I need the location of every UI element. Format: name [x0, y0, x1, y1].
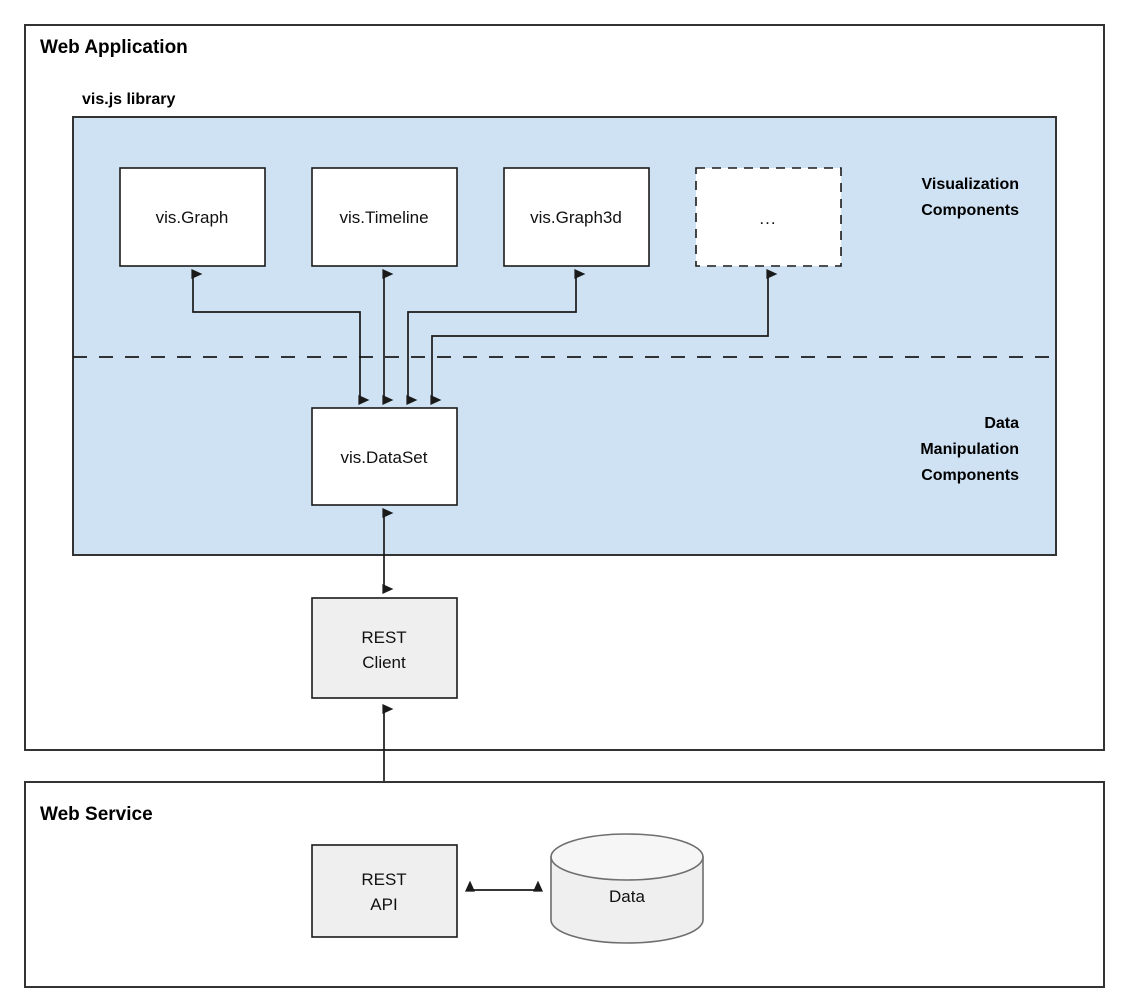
svg-text:Visualization: Visualization — [921, 176, 1019, 193]
panel-web-service-title: Web Service — [40, 804, 153, 825]
connector-dataset-to-more-components — [430, 269, 778, 405]
svg-text:Components: Components — [921, 467, 1019, 484]
node-vis-dataset-box[interactable] — [311, 407, 458, 506]
node-data-store-label: Data — [609, 887, 645, 906]
node-vis-graph3d-label: vis.Graph3d — [530, 208, 622, 227]
visualization-components-label: Visualization Components — [921, 176, 1019, 219]
node-rest-api-box[interactable] — [311, 844, 458, 938]
node-vis-timeline-box[interactable] — [311, 167, 458, 267]
node-vis-dataset[interactable]: vis.DataSet — [311, 407, 458, 506]
node-rest-client-label-line2: Client — [362, 653, 406, 672]
node-vis-timeline[interactable]: vis.Timeline — [311, 167, 458, 267]
node-vis-graph3d[interactable]: vis.Graph3d — [503, 167, 650, 267]
node-data-store-body[interactable] — [550, 856, 704, 944]
node-vis-graph-label: vis.Graph — [156, 208, 229, 227]
node-rest-client[interactable]: REST Client — [311, 597, 458, 699]
node-more-components[interactable]: ... — [695, 167, 842, 267]
connector-dataset-to-vis-graph — [191, 269, 370, 405]
library-title: vis.js library — [82, 91, 175, 108]
node-rest-api-label-line2: API — [370, 895, 397, 914]
node-rest-client-label-line1: REST — [361, 628, 406, 647]
panel-web-application-title: Web Application — [40, 37, 188, 58]
node-rest-client-box[interactable] — [311, 597, 458, 699]
svg-text:Components: Components — [921, 202, 1019, 219]
node-vis-dataset-label: vis.DataSet — [341, 448, 428, 467]
node-more-components-label: ... — [759, 209, 776, 228]
node-data-store-top — [550, 833, 704, 881]
data-manipulation-components-label: Data Manipulation Components — [920, 415, 1019, 484]
svg-text:Data: Data — [984, 415, 1019, 432]
node-vis-graph-box[interactable] — [119, 167, 266, 267]
node-vis-timeline-label: vis.Timeline — [339, 208, 428, 227]
node-rest-api-label-line1: REST — [361, 870, 406, 889]
node-vis-graph[interactable]: vis.Graph — [119, 167, 266, 267]
node-rest-api[interactable]: REST API — [311, 844, 458, 938]
node-vis-graph3d-box[interactable] — [503, 167, 650, 267]
node-data-store[interactable]: Data — [550, 833, 704, 944]
svg-text:Manipulation: Manipulation — [920, 441, 1019, 458]
node-more-components-box[interactable] — [695, 167, 842, 267]
